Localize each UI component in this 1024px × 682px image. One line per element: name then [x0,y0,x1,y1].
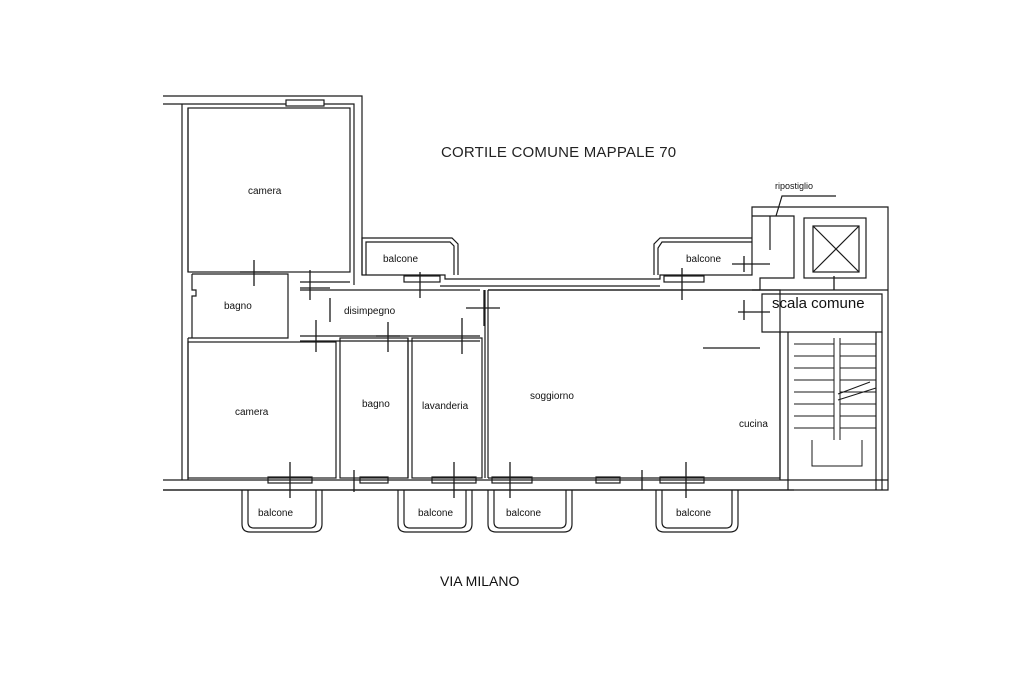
room-bagno-left-label: bagno [224,301,252,312]
courtyard-label: CORTILE COMUNE MAPPALE 70 [441,144,677,161]
street-label: VIA MILANO [440,573,520,589]
lift-cabin [812,225,860,273]
door-markers [240,256,835,498]
window-t1 [403,275,441,283]
bottom-wall [163,479,888,491]
scala-walls [779,332,883,490]
room-soggiorno-label: soggiorno [530,391,574,402]
balcony-bottom-2-label: balcone [418,508,454,519]
balcony-bottom-3-label: balcone [506,508,542,519]
lift-shaft [803,217,867,279]
camera-bottom-wall [187,341,337,479]
mid-partition [407,290,489,478]
balcony-top-right-label: balcone [686,254,722,265]
room-ripostiglio-label: ripostiglio [775,181,814,191]
ripostiglio-leader [775,195,836,217]
balcony-b4 [655,490,739,533]
balcony-bottom-1-label: balcone [258,508,294,519]
window-b5 [595,476,621,484]
room-bagno-mid-label: bagno [362,399,390,410]
stair-common-label: scala comune [772,295,865,312]
room-cucina-label: cucina [739,419,768,430]
window-top [285,99,325,107]
lift-cross [812,225,860,273]
soggiorno-wall [488,289,781,479]
balcony-b2 [397,490,473,533]
lavanderia-wall [411,337,483,479]
balcony-b3 [487,490,573,533]
balcony-top-right [653,237,752,275]
window-t2 [663,275,705,283]
room-camera-bottom-label: camera [235,407,269,418]
window-b6 [659,476,705,484]
outer-wall-inner [163,103,355,285]
balcony-top-left-label: balcone [383,254,419,265]
bagno-left-wall [188,273,289,339]
balcony-top-left [361,237,459,275]
balcony-b1 [241,490,323,533]
window-b4 [491,476,533,484]
room-lavanderia-label: lavanderia [422,401,469,412]
room-camera-top-label: camera [248,186,282,197]
ripostiglio-wall [752,215,795,290]
window-b2 [359,476,389,484]
stair-treads [794,338,877,467]
balcony-bottom-4-label: balcone [676,508,712,519]
room-disimpegno-label: disimpegno [344,306,396,317]
left-wall [181,104,189,480]
